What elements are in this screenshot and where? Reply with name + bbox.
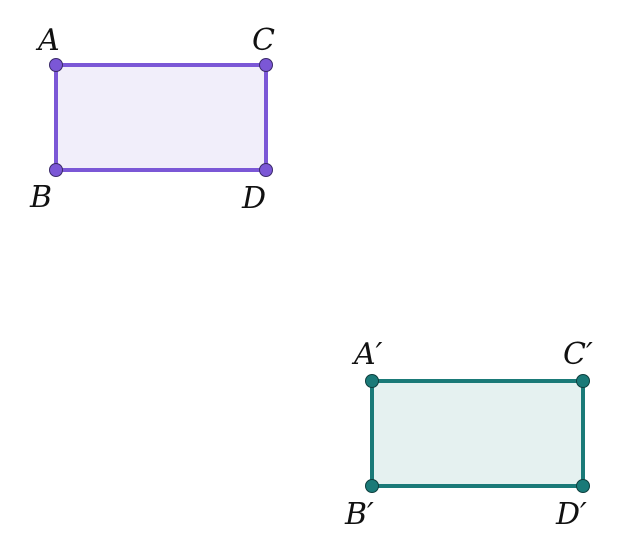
label-d-prime: D′ xyxy=(555,497,587,532)
label-d: D xyxy=(241,181,266,216)
rectangle-abdc-prime xyxy=(370,379,585,488)
rectangle-image: A′ C′ B′ D′ xyxy=(344,337,593,532)
point-c-prime[interactable] xyxy=(576,374,590,388)
point-c[interactable] xyxy=(259,58,273,72)
label-a: A xyxy=(35,23,60,58)
point-b[interactable] xyxy=(49,163,63,177)
label-a-prime: A′ xyxy=(351,337,383,372)
label-b: B xyxy=(29,180,52,215)
point-b-prime[interactable] xyxy=(365,479,379,493)
label-c-prime: C′ xyxy=(563,337,593,372)
point-d[interactable] xyxy=(259,163,273,177)
label-b-prime: B′ xyxy=(344,497,374,532)
point-a-prime[interactable] xyxy=(365,374,379,388)
rectangle-original: A C B D xyxy=(29,23,275,216)
point-d-prime[interactable] xyxy=(576,479,590,493)
rectangle-abdc xyxy=(54,63,268,172)
label-c: C xyxy=(252,23,275,58)
point-a[interactable] xyxy=(49,58,63,72)
